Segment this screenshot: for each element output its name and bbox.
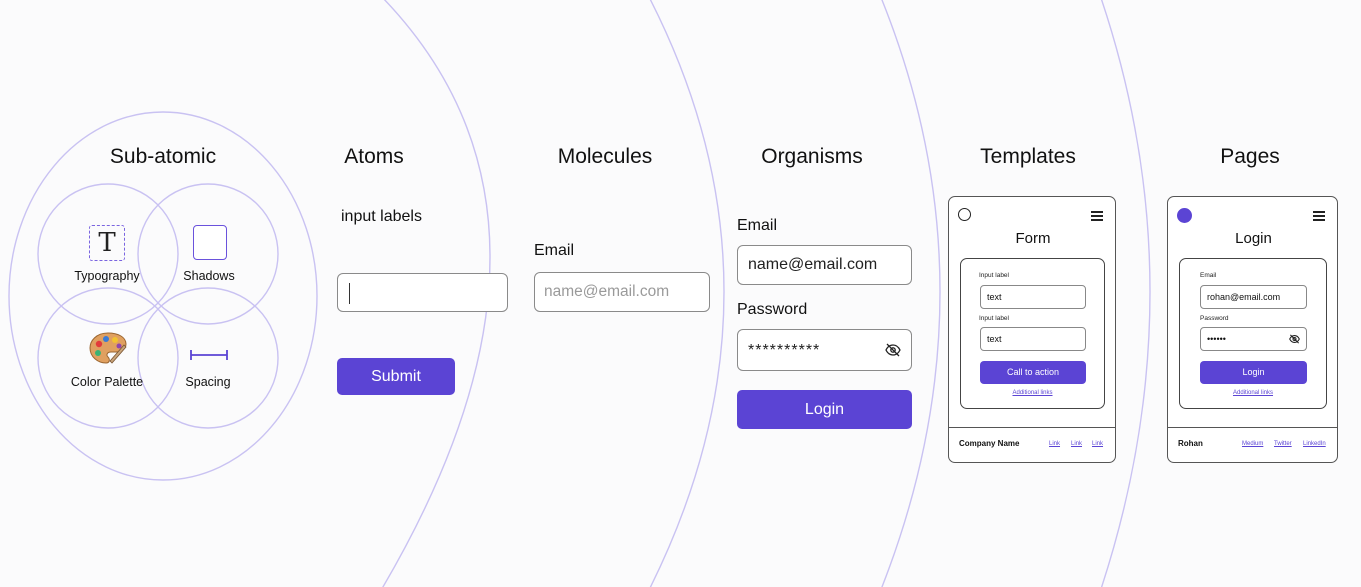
organism-email-input[interactable]: name@email.com (737, 245, 912, 285)
template-footer-link-2[interactable]: Link (1071, 441, 1083, 447)
stage-title-subatomic: Sub-atomic (109, 145, 217, 168)
organism-login-button[interactable]: Login (737, 390, 912, 429)
organism-password-label: Password (737, 301, 808, 318)
page-login-button[interactable]: Login (1200, 361, 1307, 384)
page-phone: Login Email rohan@email.com Password •••… (1167, 196, 1338, 463)
template-cta-button[interactable]: Call to action (980, 361, 1086, 384)
template-avatar-icon (958, 208, 971, 221)
stage-title-molecules: Molecules (557, 145, 653, 168)
venn-circle-shadows (137, 183, 279, 325)
template-field-1[interactable]: text (980, 285, 1086, 309)
template-form-card: Input label text Input label text Call t… (960, 258, 1105, 409)
page-eye-off-icon[interactable] (1289, 334, 1300, 344)
page-avatar-icon (1177, 208, 1192, 223)
page-footer-link-twitter[interactable]: Twitter (1274, 441, 1292, 447)
template-title: Form (1015, 230, 1051, 247)
molecule-email-label: Email (534, 242, 575, 259)
page-additional-links[interactable]: Additional links (1232, 390, 1274, 396)
page-footer-link-medium[interactable]: Medium (1242, 441, 1264, 447)
template-company-name: Company Name (959, 439, 1020, 448)
page-email-label: Email (1200, 272, 1217, 279)
page-password-mask: •••••• (1207, 334, 1226, 344)
template-footer-link-1[interactable]: Link (1049, 441, 1061, 447)
template-input-label-2: Input label (979, 315, 1009, 322)
ring-organisms (881, 0, 941, 587)
ring-molecules (649, 0, 725, 587)
organism-email-label: Email (737, 217, 778, 234)
page-footer: Rohan Medium Twitter LinkedIn (1168, 427, 1337, 462)
color-palette-label: Color Palette (70, 375, 144, 389)
template-footer-link-3[interactable]: Link (1092, 441, 1104, 447)
ring-templates (1100, 0, 1151, 587)
shadow-square-icon (193, 225, 227, 260)
stage-title-organisms: Organisms (761, 145, 863, 168)
text-cursor (349, 283, 351, 304)
venn-circle-color (37, 287, 179, 429)
molecule-email-input[interactable]: name@email.com (534, 272, 710, 312)
shadows-label: Shadows (183, 269, 235, 283)
palette-icon (89, 332, 127, 364)
template-phone: Form Input label text Input label text C… (948, 196, 1116, 463)
organism-password-input[interactable]: ********** (737, 329, 912, 371)
page-footer-name: Rohan (1178, 439, 1203, 448)
eye-off-icon[interactable] (885, 343, 901, 357)
page-password-label: Password (1200, 315, 1229, 322)
subatomic-ellipse (8, 111, 318, 481)
template-footer: Company Name Link Link Link (949, 427, 1115, 462)
venn-circle-typography (37, 183, 179, 325)
stage-title-templates: Templates (980, 145, 1076, 168)
stage-title-pages: Pages (1220, 145, 1280, 168)
spacing-icon (190, 350, 228, 360)
password-mask: ********** (748, 342, 821, 359)
ring-atoms (382, 0, 491, 587)
page-title: Login (1235, 230, 1272, 247)
submit-button[interactable]: Submit (337, 358, 455, 395)
template-input-label-1: Input label (979, 272, 1009, 279)
page-email-field[interactable]: rohan@email.com (1200, 285, 1307, 309)
input-labels-text: input labels (341, 208, 422, 225)
typography-icon: T (89, 225, 125, 261)
empty-input-field[interactable] (337, 273, 508, 312)
typography-label: Typography (74, 269, 140, 283)
page-footer-link-linkedin[interactable]: LinkedIn (1303, 441, 1326, 447)
page-password-field[interactable]: •••••• (1200, 327, 1307, 351)
template-menu-icon[interactable] (1091, 211, 1103, 221)
page-menu-icon[interactable] (1313, 211, 1325, 221)
page-login-card: Email rohan@email.com Password •••••• Lo… (1179, 258, 1327, 409)
stage-title-atoms: Atoms (344, 145, 404, 168)
venn-circle-spacing (137, 287, 279, 429)
template-additional-links[interactable]: Additional links (1012, 390, 1053, 396)
spacing-label: Spacing (185, 375, 231, 389)
template-field-2[interactable]: text (980, 327, 1086, 351)
